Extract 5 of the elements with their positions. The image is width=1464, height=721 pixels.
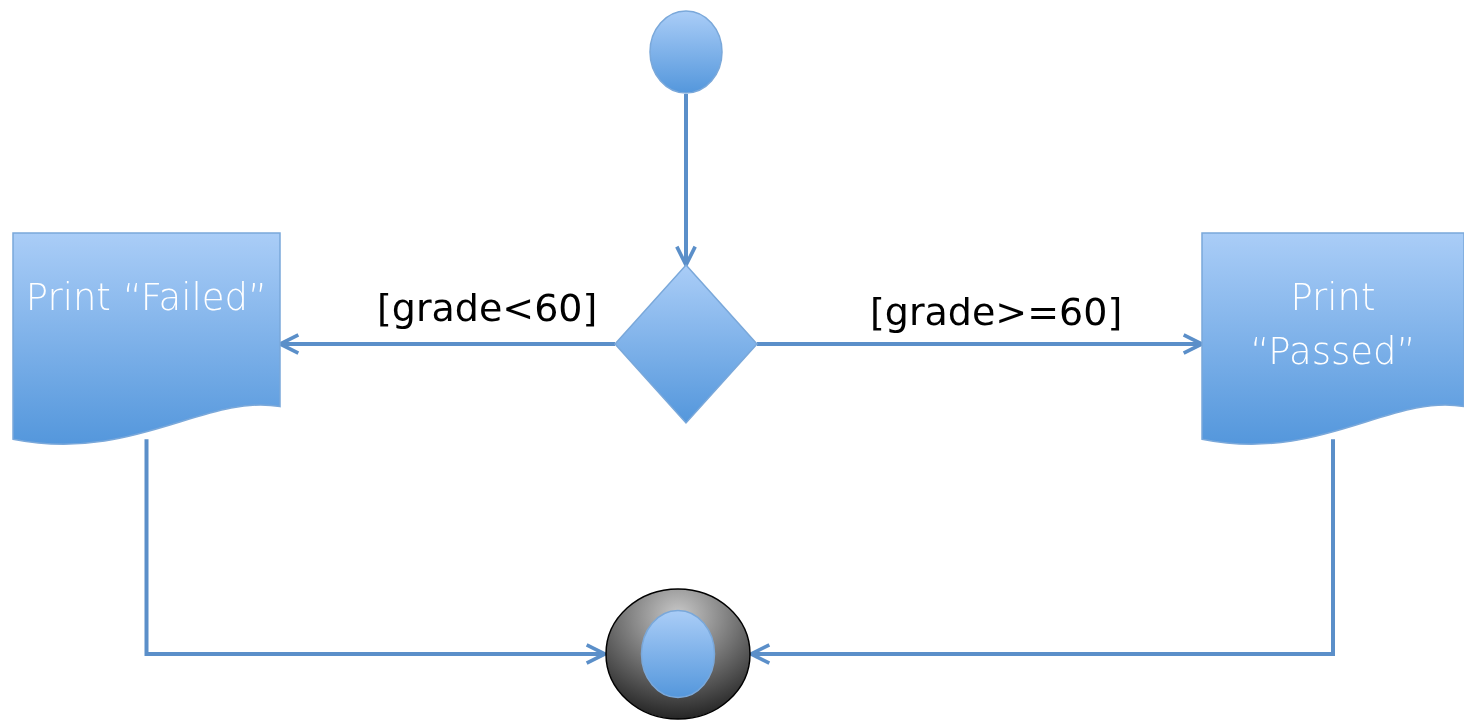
arrow — [675, 94, 697, 267]
node-text: Print “Failed” — [24, 275, 269, 321]
arrow — [749, 439, 1335, 665]
arrow — [144, 439, 607, 665]
node-text: Print “Passed” — [1249, 275, 1417, 375]
